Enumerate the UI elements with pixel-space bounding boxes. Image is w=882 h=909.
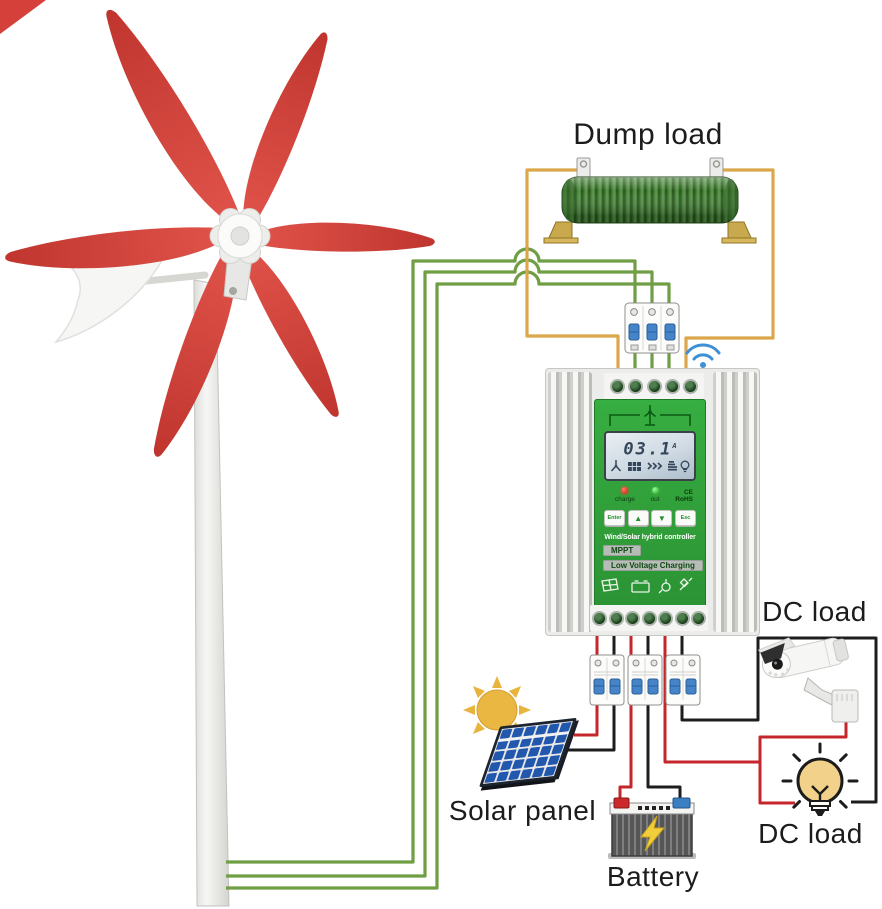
dump-load-resistor — [543, 157, 757, 244]
battery-negative-terminal — [672, 797, 691, 809]
sun-icon — [463, 676, 531, 735]
controller-buttons: Enter ▲ ▼ Esc — [595, 503, 705, 526]
output-terminal — [608, 610, 624, 626]
turbine-hub — [209, 208, 271, 264]
lcd-unit: A — [672, 442, 677, 451]
esc-button: Esc — [674, 510, 696, 526]
output-terminal — [592, 610, 607, 626]
legend-solar-icon — [601, 578, 619, 592]
input-terminal — [664, 378, 680, 394]
output-terminal — [674, 610, 690, 626]
controller-title: Wind/Solar hybrid controller — [604, 534, 696, 541]
enter-button: Enter — [604, 510, 625, 526]
lcd-status-icons — [610, 459, 690, 472]
heatsink-fins-left — [548, 372, 592, 632]
heatsink-fins-right — [713, 372, 757, 632]
lightning-bolt-icon — [639, 815, 666, 852]
input-terminal — [628, 378, 644, 394]
solar-panel-label: Solar panel — [448, 795, 597, 826]
dc-wires-red — [574, 632, 848, 805]
breaker-3pole — [624, 302, 680, 354]
certification-mark: CE RoHS — [675, 489, 693, 503]
status-led-row: charge out CE RoHS — [595, 481, 705, 503]
legend-battery-icon — [631, 580, 650, 593]
corner-blade-fragment — [0, 0, 46, 34]
battery-label: Battery — [606, 861, 700, 892]
controller-faceplate: 03.1A — [594, 399, 706, 611]
breaker-2pole-battery — [627, 654, 663, 706]
charge-led — [621, 487, 629, 494]
out-led — [651, 487, 659, 494]
charging-badge: Low Voltage Charging — [603, 560, 703, 571]
mppt-badge: MPPT — [603, 545, 642, 556]
lcd-reading: 03.1A — [623, 438, 676, 459]
load-lamp-icon — [680, 460, 690, 472]
charge-led-label: charge — [615, 496, 635, 503]
hybrid-controller: 03.1A — [545, 368, 760, 636]
legend-load-icon — [658, 577, 693, 594]
charging-arrows-icon — [647, 462, 663, 470]
breaker-2pole-solar — [589, 654, 625, 706]
solar-panel — [479, 718, 579, 791]
down-button: ▼ — [651, 510, 673, 526]
rohs-mark: RoHS — [675, 495, 693, 503]
lcd-display: 03.1A — [604, 431, 696, 481]
input-terminal-strip — [604, 373, 704, 399]
input-terminal — [646, 378, 662, 394]
out-led-label: out — [650, 496, 660, 503]
dc-load-camera-label: DC load — [762, 596, 867, 627]
battery-level-icon — [668, 460, 677, 471]
battery-graphic — [608, 797, 696, 859]
dump-load-label: Dump load — [573, 118, 723, 151]
output-terminal — [641, 610, 657, 626]
wifi-icon — [685, 343, 721, 368]
cctv-camera-dc-load — [757, 637, 859, 723]
lcd-value: 03.1 — [623, 439, 673, 460]
wind-turbine — [0, 0, 436, 907]
terminal-legend-icons — [601, 577, 693, 594]
bulb-dc-load — [781, 742, 859, 816]
output-terminal — [625, 610, 640, 626]
input-terminal — [683, 378, 698, 394]
dc-load-bulb-label: DC load — [758, 818, 863, 849]
output-terminal — [658, 610, 673, 626]
up-button: ▲ — [627, 510, 649, 526]
output-terminal — [691, 610, 706, 626]
battery-positive-terminal — [613, 797, 630, 809]
ce-mark: CE — [683, 489, 693, 496]
output-terminal-strip — [590, 605, 708, 631]
wiring-schematic-icon — [609, 405, 691, 426]
breaker-2pole-load — [665, 654, 701, 706]
solar-icon — [628, 461, 641, 471]
input-terminal — [610, 378, 625, 394]
